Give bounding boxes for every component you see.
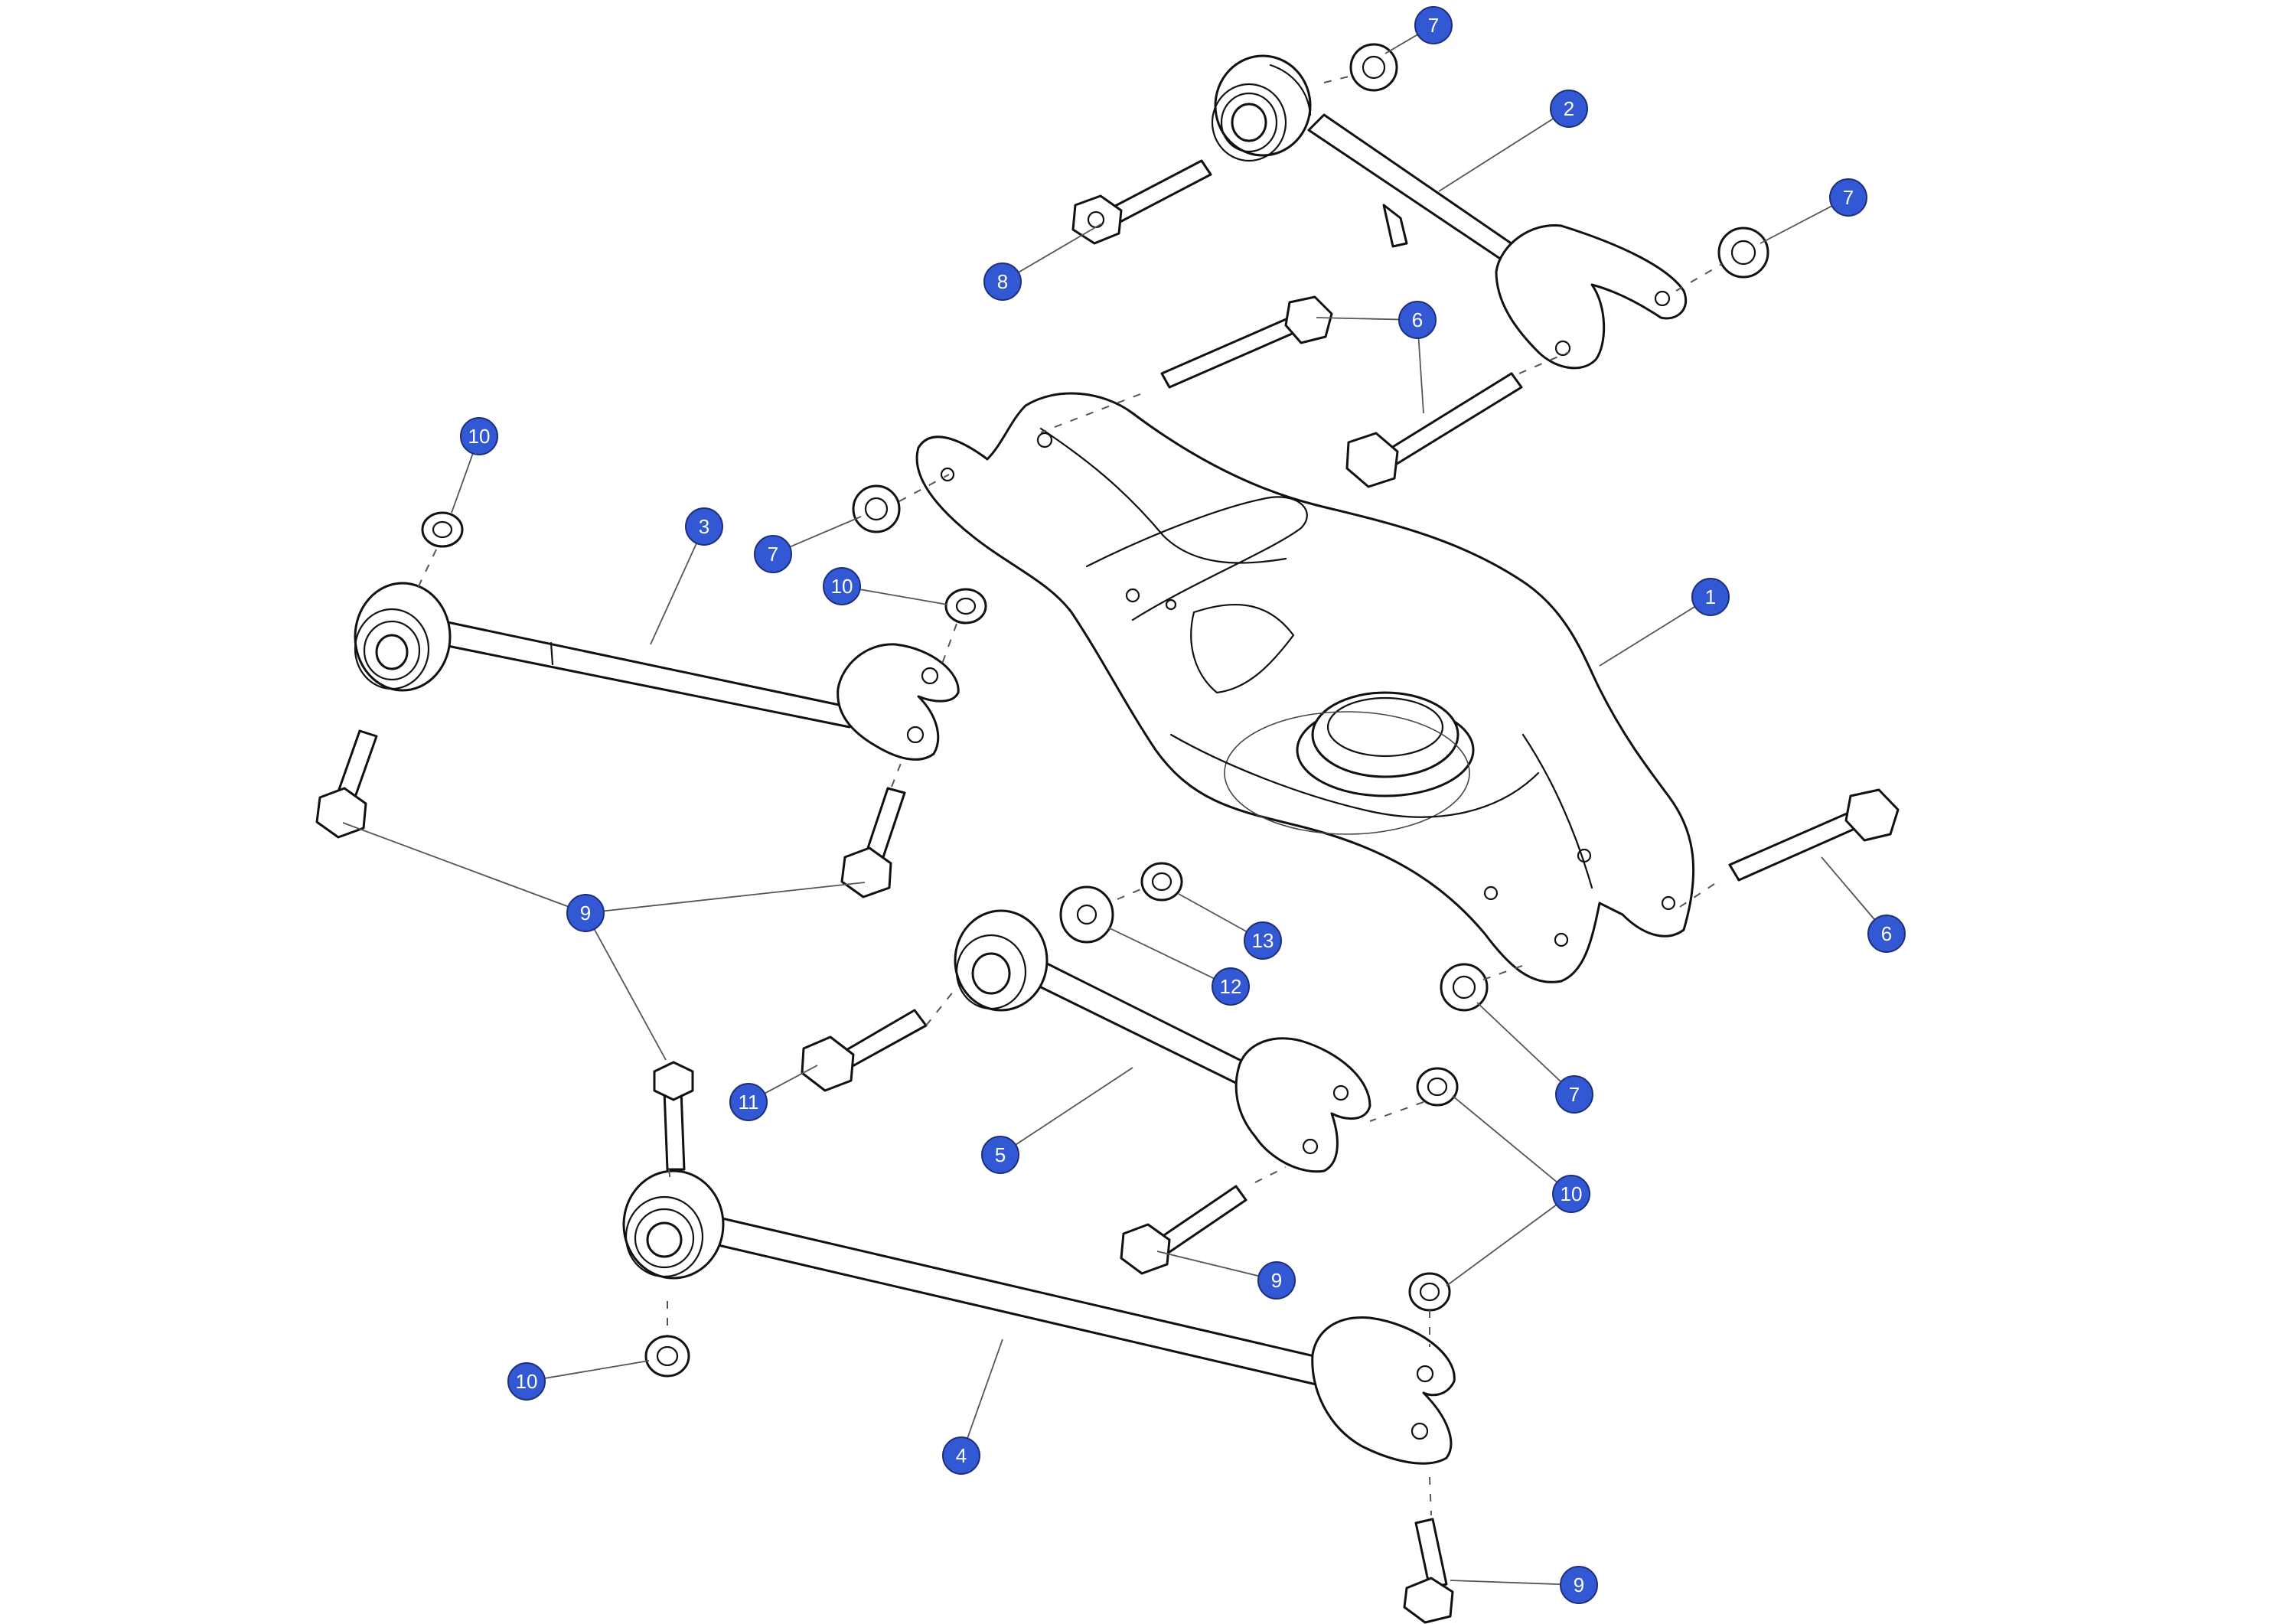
callout-7: 7: [1829, 178, 1867, 217]
callout-label: 1: [1705, 585, 1716, 608]
callout-circle: [1867, 915, 1906, 953]
callout-circle: [1829, 178, 1867, 217]
callout-circle: [507, 1362, 546, 1401]
callout-4: 4: [942, 1436, 980, 1475]
nut-10-right-lower: [1408, 1272, 1451, 1312]
callout-11: 11: [729, 1083, 768, 1121]
nut-7-left: [852, 484, 901, 533]
callout-circle: [942, 1436, 980, 1475]
bolt-9-left: [315, 729, 378, 839]
part-rear-arm-upper: [354, 582, 960, 761]
callout-label: 12: [1220, 975, 1242, 998]
callout-circle: [685, 507, 723, 546]
bolt-6-upper: [1160, 295, 1333, 389]
callout-label: 7: [768, 543, 778, 566]
callout-3: 3: [685, 507, 723, 546]
callout-label: 10: [468, 425, 491, 448]
callout-circle: [754, 535, 792, 573]
callout-circle: [1552, 1175, 1590, 1213]
bolt-9-lower: [653, 1061, 694, 1171]
callout-label: 2: [1564, 97, 1574, 120]
callout-10: 10: [1552, 1175, 1590, 1213]
callout-circle: [1691, 578, 1730, 616]
bolt-11: [801, 1009, 928, 1092]
callout-label: 7: [1843, 186, 1854, 209]
callout-7: 7: [1555, 1075, 1593, 1114]
callout-circle: [1244, 921, 1282, 960]
assembly-axis-lines: [416, 74, 1723, 1516]
callout-label: 8: [997, 270, 1008, 293]
nut-10-right: [1416, 1067, 1459, 1107]
callout-label: 4: [956, 1444, 967, 1467]
callout-2: 2: [1550, 90, 1588, 128]
callout-circle: [983, 263, 1022, 301]
callout-circle: [729, 1083, 768, 1121]
callout-circle: [1257, 1261, 1296, 1300]
callout-7: 7: [754, 535, 792, 573]
callout-7: 7: [1414, 6, 1453, 44]
callout-10: 10: [823, 567, 861, 605]
callout-label: 10: [831, 575, 853, 598]
part-lower-control-arm: [915, 392, 1695, 983]
callout-label: 6: [1881, 922, 1892, 945]
nut-7-top: [1349, 43, 1398, 92]
nut-10-center: [944, 588, 987, 624]
callout-label: 9: [1271, 1269, 1282, 1292]
nut-10-bottom-left: [644, 1335, 690, 1378]
nut-10-top-left: [421, 511, 464, 548]
callout-10: 10: [507, 1362, 546, 1401]
bolt-6-middle: [1345, 372, 1523, 488]
callout-6: 6: [1867, 915, 1906, 953]
washer-12: [1059, 885, 1114, 944]
bolt-9-mid: [1120, 1185, 1247, 1275]
part-middle-link: [954, 909, 1371, 1173]
callout-label: 5: [995, 1143, 1006, 1166]
callout-circle: [1212, 967, 1250, 1006]
callout-label: 3: [699, 515, 709, 538]
callout-13: 13: [1244, 921, 1282, 960]
callout-circle: [1560, 1566, 1598, 1604]
callout-circle: [1398, 301, 1437, 339]
bolt-9-center: [840, 787, 906, 898]
callout-12: 12: [1212, 967, 1250, 1006]
part-long-link: [622, 1169, 1456, 1465]
callout-circle: [460, 417, 498, 455]
leader-lines: [342, 24, 1887, 1586]
callout-label: 9: [580, 902, 591, 925]
callout-circle: [981, 1136, 1019, 1174]
callout-9: 9: [1257, 1261, 1296, 1300]
callout-9: 9: [566, 894, 605, 932]
nut-13: [1140, 862, 1183, 902]
callout-label: 10: [1561, 1182, 1583, 1205]
callout-circle: [823, 567, 861, 605]
callout-8: 8: [983, 263, 1022, 301]
bolt-9-bottom: [1403, 1518, 1454, 1624]
nut-7-upper-right: [1717, 227, 1769, 279]
part-upper-arm: [1211, 54, 1688, 370]
callout-circle: [1414, 6, 1453, 44]
callout-markers: 7 2 7 8 6 10 3 7 10 1 6 9 13 12 7 11 5 10 9 10 4 9: [460, 6, 1906, 1604]
callout-label: 10: [516, 1370, 538, 1393]
bolt-8: [1071, 159, 1212, 245]
callout-label: 7: [1569, 1083, 1580, 1106]
callout-5: 5: [981, 1136, 1019, 1174]
callout-label: 13: [1252, 929, 1274, 952]
callout-10: 10: [460, 417, 498, 455]
callout-circle: [566, 894, 605, 932]
callout-circle: [1550, 90, 1588, 128]
callout-label: 9: [1574, 1573, 1584, 1596]
callout-1: 1: [1691, 578, 1730, 616]
nut-7-lower: [1440, 963, 1489, 1012]
callout-label: 11: [739, 1091, 759, 1114]
bolt-6-right: [1728, 788, 1900, 882]
callout-9: 9: [1560, 1566, 1598, 1604]
callout-label: 7: [1428, 14, 1439, 37]
callout-circle: [1555, 1075, 1593, 1114]
callout-label: 6: [1412, 308, 1423, 331]
callout-6: 6: [1398, 301, 1437, 339]
